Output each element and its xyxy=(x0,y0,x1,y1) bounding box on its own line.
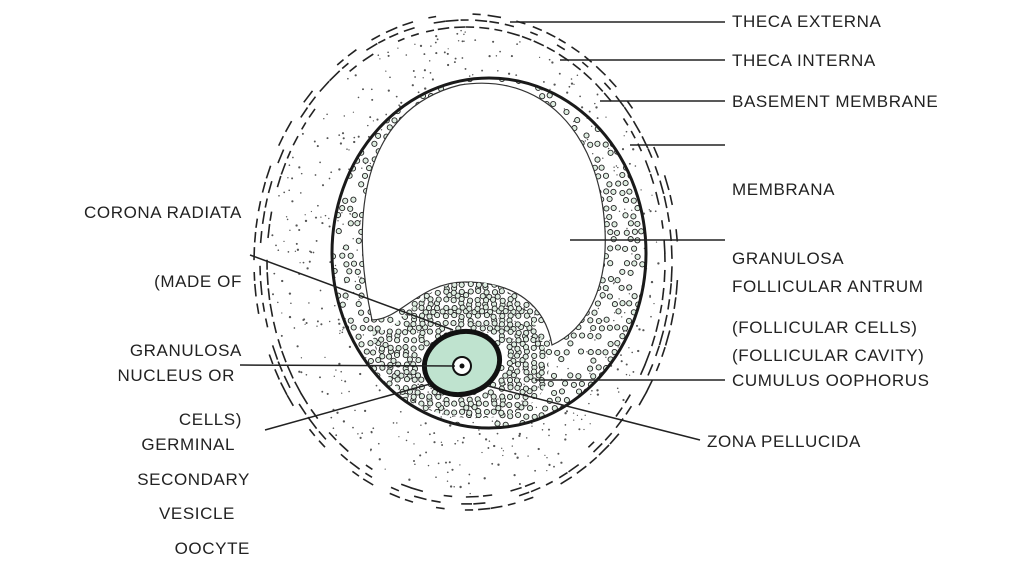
label-nucleus-line-1: NUCLEUS OR xyxy=(118,364,235,387)
label-follicular-antrum-line-2: (FOLLICULAR CAVITY) xyxy=(732,344,924,367)
label-theca-interna: THECA INTERNA xyxy=(732,49,876,72)
label-secondary-oocyte: SECONDARY OOCYTE xyxy=(137,422,250,583)
label-membrana-granulosa-line-1: MEMBRANA xyxy=(732,178,918,201)
label-basement-membrane: BASEMENT MEMBRANE xyxy=(732,90,938,113)
nucleolus xyxy=(460,364,465,369)
label-cumulus-oophorus: CUMULUS OOPHORUS xyxy=(732,369,930,392)
label-corona-radiata-line-2: (MADE OF xyxy=(84,270,242,293)
label-follicular-antrum-line-1: FOLLICULAR ANTRUM xyxy=(732,275,924,298)
label-secondary-oocyte-line-1: SECONDARY xyxy=(137,468,250,491)
label-theca-externa: THECA EXTERNA xyxy=(732,10,882,33)
label-corona-radiata-line-1: CORONA RADIATA xyxy=(84,201,242,224)
label-secondary-oocyte-line-2: OOCYTE xyxy=(137,537,250,560)
label-follicular-antrum: FOLLICULAR ANTRUM (FOLLICULAR CAVITY) xyxy=(732,229,924,390)
label-zona-pellucida: ZONA PELLUCIDA xyxy=(707,430,861,453)
leader-nucleus xyxy=(240,365,455,366)
